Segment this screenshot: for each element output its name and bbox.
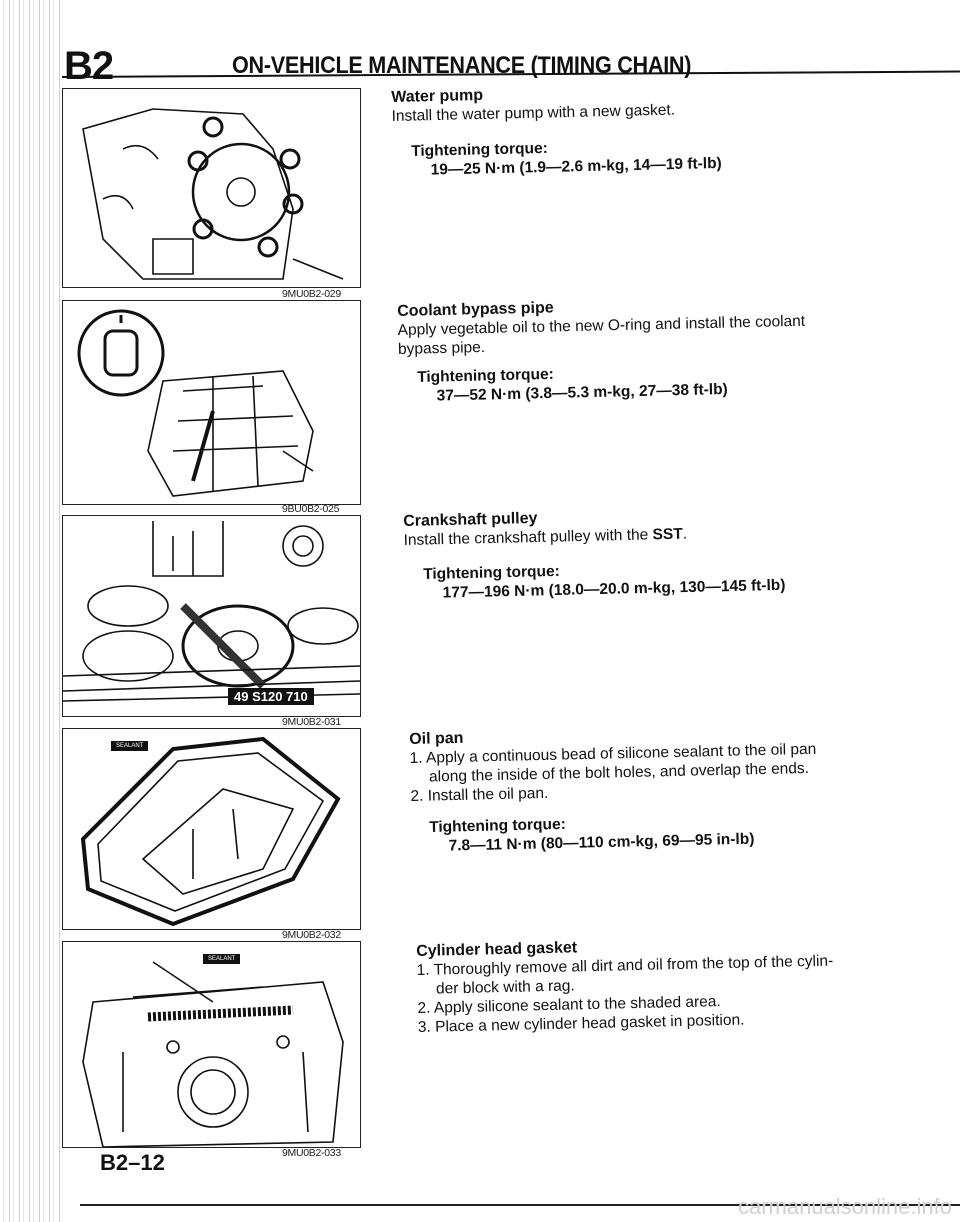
torque-spec: Tightening torque: 177—196 N·m (18.0—20.…: [423, 557, 786, 603]
special-tool-tag: 49 S120 710: [228, 688, 314, 705]
torque-spec: Tightening torque: 19—25 N·m (1.9—2.6 m-…: [411, 135, 722, 180]
section-cylinder-head-gasket: Cylinder head gasket 1. Thoroughly remov…: [416, 933, 835, 1037]
sealant-tag: SEALANT: [111, 741, 149, 751]
torque-spec: Tightening torque: 7.8—11 N·m (80—110 cm…: [429, 811, 755, 856]
figure-cylinder-head-gasket: SEALANT: [62, 941, 361, 1148]
figure-id: 9MU0B2-029: [282, 288, 341, 300]
section-oil-pan: Oil pan 1. Apply a continuous bead of si…: [409, 721, 817, 806]
figure-id: 9MU0B2-032: [282, 929, 341, 941]
section-crankshaft-pulley: Crankshaft pulley Install the crankshaft…: [403, 506, 687, 550]
figure-oil-pan: SEALANT: [62, 728, 361, 930]
section-coolant-bypass-pipe: Coolant bypass pipe Apply vegetable oil …: [397, 293, 806, 359]
section-water-pump: Water pump Install the water pump with a…: [391, 82, 675, 126]
figure-coolant-bypass-pipe: [62, 300, 361, 505]
sst-emphasis: SST: [652, 525, 683, 544]
watermark: carmanualsonline.info: [737, 1194, 952, 1219]
sealant-tag: SEALANT: [203, 954, 241, 964]
torque-spec: Tightening torque: 37—52 N·m (3.8—5.3 m-…: [417, 361, 728, 406]
page-number: B2–12: [100, 1150, 165, 1175]
figure-crankshaft-pulley: 49 S120 710: [62, 515, 361, 717]
figure-id: 9MU0B2-033: [282, 1147, 341, 1159]
figure-water-pump: [62, 88, 361, 288]
figure-id: 9MU0B2-031: [282, 716, 341, 728]
scan-binding-edge: [0, 0, 60, 1222]
section-code: B2: [64, 44, 114, 88]
footer-rule: [80, 1204, 960, 1206]
figure-id: 9BU0B2-025: [282, 503, 340, 515]
